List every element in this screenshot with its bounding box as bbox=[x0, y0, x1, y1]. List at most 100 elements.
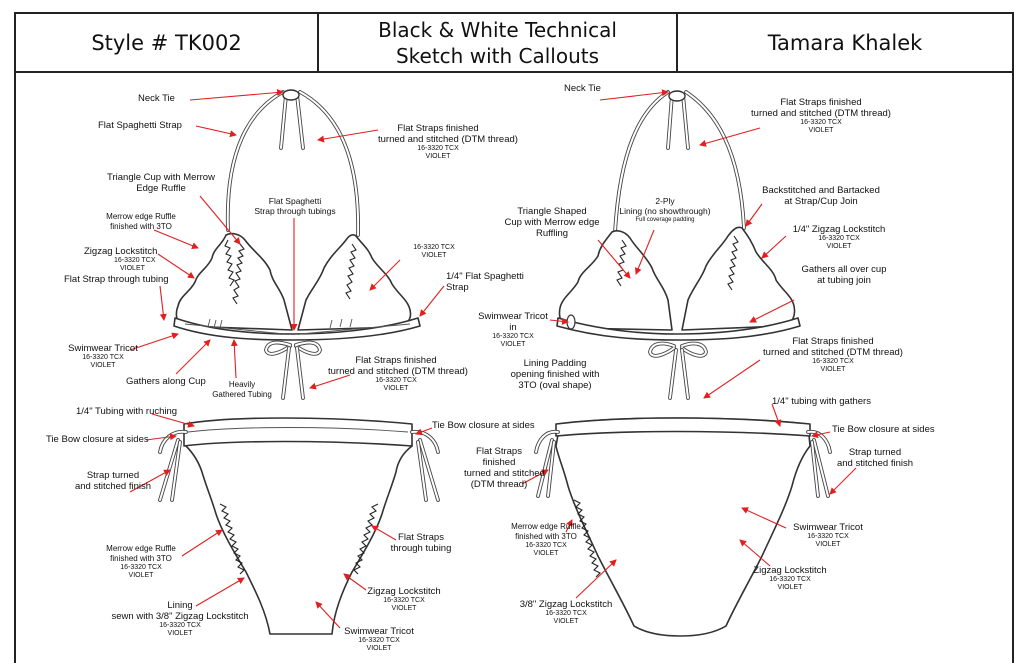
waistband-ruching bbox=[187, 427, 409, 433]
label-back-bottom-tricot-code: 16-3320 TCX bbox=[807, 533, 849, 540]
label-back-bottom-zigzag-title: Zigzag Lockstitch bbox=[753, 565, 827, 576]
label-front-merrow-color: VIOLET bbox=[128, 572, 154, 579]
label-back-merrow-code: 16-3320 TCX bbox=[525, 542, 567, 549]
label-triangle-back-2: Cup with Merrow edge bbox=[504, 217, 600, 228]
label-tricot-color: VIOLET bbox=[90, 362, 116, 369]
label-back-strap-turned-2: and stitched finish bbox=[836, 458, 914, 469]
label-front-merrow: Merrow edge Ruffle finished with 3TO 16-… bbox=[96, 544, 186, 580]
label-back-bottom-tricot: Swimwear Tricot 16-3320 TCX VIOLET bbox=[786, 522, 870, 549]
label-merrow-1: Merrow edge Ruffle bbox=[106, 212, 176, 221]
label-back-tricot: Swimwear Tricot in 16-3320 TCX VIOLET bbox=[472, 311, 554, 349]
label-triangle-cup-1: Triangle Cup with Merrow bbox=[107, 172, 215, 183]
label-lining-code: 16-3320 TCX bbox=[159, 622, 201, 629]
back-left-cup-zigzag bbox=[616, 239, 627, 287]
label-back-flat-straps-title: Flat Straps finished bbox=[780, 97, 862, 108]
label-gathers-back-1: Gathers all over cup bbox=[801, 264, 887, 275]
label-triangle-back-1: Triangle Shaped bbox=[517, 206, 587, 217]
arrow-zigzag bbox=[157, 253, 195, 279]
label-bottom-flat-straps: Flat Straps finished turned and stitched… bbox=[328, 355, 468, 393]
back-underband bbox=[556, 317, 801, 341]
arrow-merrow-ruffle bbox=[153, 229, 199, 249]
arrow-back-merrow bbox=[565, 519, 573, 533]
arrow-back-tie-bow bbox=[811, 431, 831, 439]
label-tricot: Swimwear Tricot 16-3320 TCX VIOLET bbox=[60, 343, 146, 370]
label-back-tricot-color: VIOLET bbox=[500, 341, 526, 348]
arrow-heavily-gathered bbox=[230, 339, 238, 379]
arrow-spaghetti-strap bbox=[195, 125, 237, 138]
left-cup-zigzag-inner bbox=[232, 243, 245, 305]
label-spaghetti-tubings: Flat Spaghetti Strap through tubings bbox=[245, 196, 345, 216]
label-heavily-1: Heavily bbox=[228, 380, 256, 389]
label-lining-2: sewn with 3/8" Zigzag Lockstitch bbox=[111, 611, 249, 622]
label-front-zigzag-code: 16-3320 TCX bbox=[383, 597, 425, 604]
arrow-back-zigzag bbox=[739, 539, 771, 567]
arrow-lining bbox=[195, 577, 245, 607]
label-back-tricot-2: in bbox=[509, 322, 517, 333]
label-back-tricot-code: 16-3320 TCX bbox=[492, 333, 534, 340]
label-back-strap-turned-1: Strap turned bbox=[848, 447, 902, 458]
arrow-strap-through-tubing bbox=[159, 285, 167, 321]
arrow-back-zig38 bbox=[575, 559, 617, 599]
label-back-flat-straps-sub: turned and stitched (DTM thread) bbox=[751, 108, 891, 119]
label-back-neck-tie: Neck Tie bbox=[564, 83, 601, 94]
label-back-bottom-flat-straps: Flat Straps finished turned and stitched… bbox=[464, 446, 545, 490]
sheet-title-line-2: Sketch with Callouts bbox=[395, 43, 600, 68]
label-flat-straps-through: Flat Straps through tubing bbox=[386, 532, 456, 554]
label-back-bottom-flat-straps-4: (DTM thread) bbox=[470, 479, 528, 490]
label-back-bottom-flat-straps-3: turned and stitched bbox=[464, 468, 545, 479]
left-cup bbox=[175, 232, 293, 331]
label-back-zig38: 3/8" Zigzag Lockstitch 16-3320 TCX VIOLE… bbox=[504, 599, 628, 626]
title-block: Style # TK002 Black & White Technical Sk… bbox=[14, 12, 1014, 73]
label-back-flat-straps: Flat Straps finished turned and stitched… bbox=[750, 97, 892, 135]
label-two-ply-2: Lining (no showthrough) bbox=[619, 206, 711, 216]
label-cup-color-name: VIOLET bbox=[421, 252, 447, 259]
label-back-bottom-flat-straps-2: finished bbox=[482, 457, 516, 468]
label-zigzag-color: VIOLET bbox=[120, 265, 145, 272]
label-tie-bow-right: Tie Bow closure at sides bbox=[432, 420, 535, 431]
arrow-front-tricot bbox=[315, 601, 341, 629]
arrow-gathers-back bbox=[749, 299, 795, 323]
label-tricot-code: 16-3320 TCX bbox=[82, 354, 124, 361]
arrow-tricot bbox=[129, 332, 179, 351]
bikini-top-back-drawing bbox=[556, 90, 801, 400]
label-back-flat-straps-code: 16-3320 TCX bbox=[800, 119, 842, 126]
label-triangle-cup: Triangle Cup with Merrow Edge Ruffle bbox=[102, 172, 220, 194]
arrow-backstitched bbox=[745, 203, 763, 227]
underband-stitch bbox=[184, 323, 411, 335]
label-front-tricot: Swimwear Tricot 16-3320 TCX VIOLET bbox=[336, 626, 422, 653]
label-quarter-zig-code: 16-3320 TCX bbox=[818, 235, 860, 242]
arrow-triangle-cup bbox=[199, 195, 241, 245]
label-lining-padding-2: opening finished with bbox=[510, 369, 600, 380]
label-spaghetti-tubings-2: Strap through tubings bbox=[254, 206, 336, 216]
back-right-cup bbox=[681, 226, 796, 331]
label-zigzag: Zigzag Lockstitch 16-3320 TCX VIOLET bbox=[84, 246, 157, 273]
label-lining-padding-3: 3TO (oval shape) bbox=[518, 380, 592, 391]
sheet-title-line-1: Black & White Technical bbox=[378, 17, 617, 42]
back-waistband bbox=[555, 417, 811, 437]
label-back-bottom-flat-straps-1: Flat Straps bbox=[476, 446, 522, 457]
front-right-zigzag bbox=[353, 503, 379, 575]
label-tie-bow-left: Tie Bow closure at sides bbox=[46, 434, 149, 445]
label-back-bottom-zigzag-color: VIOLET bbox=[777, 584, 803, 591]
arrow-gathers bbox=[175, 339, 211, 375]
label-flat-strap-tubing: Flat Strap through tubing bbox=[64, 274, 169, 285]
label-cup-code: 16-3320 TCX bbox=[413, 244, 455, 251]
back-right-cup-zigzag bbox=[727, 235, 739, 291]
label-back-merrow-color: VIOLET bbox=[533, 550, 559, 557]
label-front-tricot-code: 16-3320 TCX bbox=[358, 637, 400, 644]
label-back-lower-straps-sub: turned and stitched (DTM thread) bbox=[763, 347, 903, 358]
label-backstitched-2: at Strap/Cup Join bbox=[784, 196, 858, 207]
bikini-bottom-back-drawing bbox=[534, 417, 832, 637]
label-gathers-back-2: at tubing join bbox=[817, 275, 871, 286]
label-merrow-2: finished with 3TO bbox=[110, 222, 172, 231]
label-front-merrow-code: 16-3320 TCX bbox=[120, 564, 162, 571]
arrow-back-bottom-flat-straps bbox=[521, 469, 549, 485]
label-lining: Lining sewn with 3/8" Zigzag Lockstitch … bbox=[100, 600, 260, 638]
label-front-zigzag: Zigzag Lockstitch 16-3320 TCX VIOLET bbox=[362, 586, 446, 613]
label-bottom-straps-sub: turned and stitched (DTM thread) bbox=[328, 366, 468, 377]
arrow-flat-straps bbox=[317, 129, 379, 143]
label-bottom-straps-code: 16-3320 TCX bbox=[375, 377, 417, 384]
arrow-flat-straps-through bbox=[371, 525, 397, 541]
label-spaghetti-tubings-1: Flat Spaghetti bbox=[268, 196, 322, 206]
